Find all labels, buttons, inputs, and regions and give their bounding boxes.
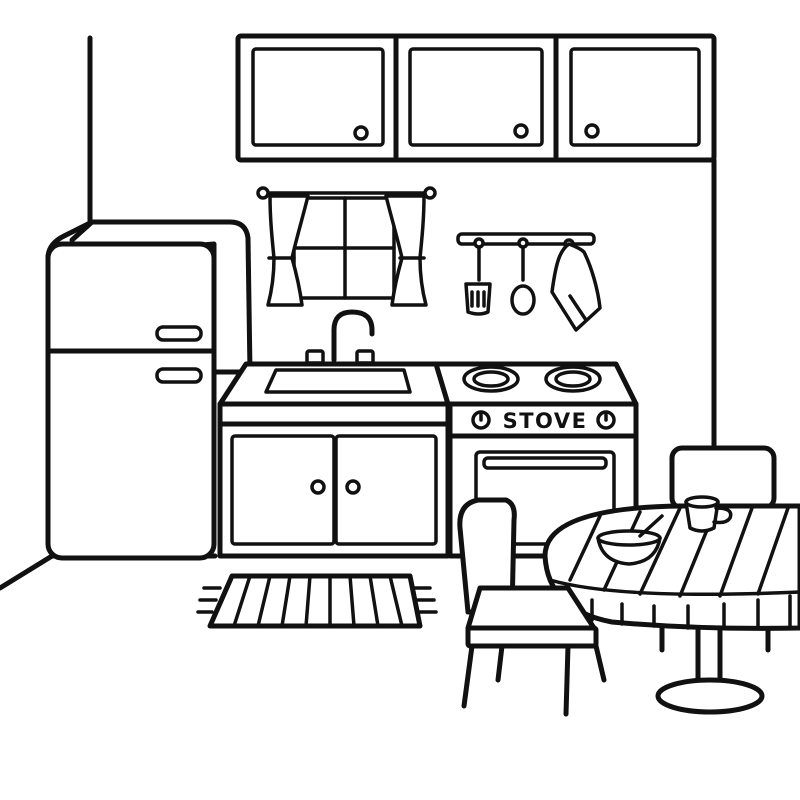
cabinet-knob [345, 479, 361, 495]
towel-icon [550, 242, 602, 332]
curtain-right [384, 194, 428, 307]
refrigerator [45, 219, 253, 561]
utensil-rack [456, 232, 602, 332]
cup-icon [684, 500, 720, 533]
burner [544, 365, 602, 393]
stove-label: STOVE [503, 409, 588, 433]
upper-cabinets [235, 33, 717, 163]
cabinet-knob [353, 125, 369, 141]
fridge-handle [155, 367, 203, 384]
front-chair [457, 497, 607, 717]
oven-handle [482, 456, 608, 470]
window [256, 186, 437, 307]
dining-table [542, 495, 800, 715]
curtain-left [266, 194, 310, 307]
freezer-handle [155, 325, 203, 342]
sink-basin [264, 368, 412, 394]
cabinet-knob [310, 479, 326, 495]
faucet-icon [331, 309, 375, 363]
sink-counter [217, 309, 451, 559]
burner [462, 365, 520, 393]
cabinet-knob [513, 123, 529, 139]
rug [196, 573, 438, 629]
ladle-icon [510, 284, 536, 316]
cabinet-knob [584, 123, 600, 139]
